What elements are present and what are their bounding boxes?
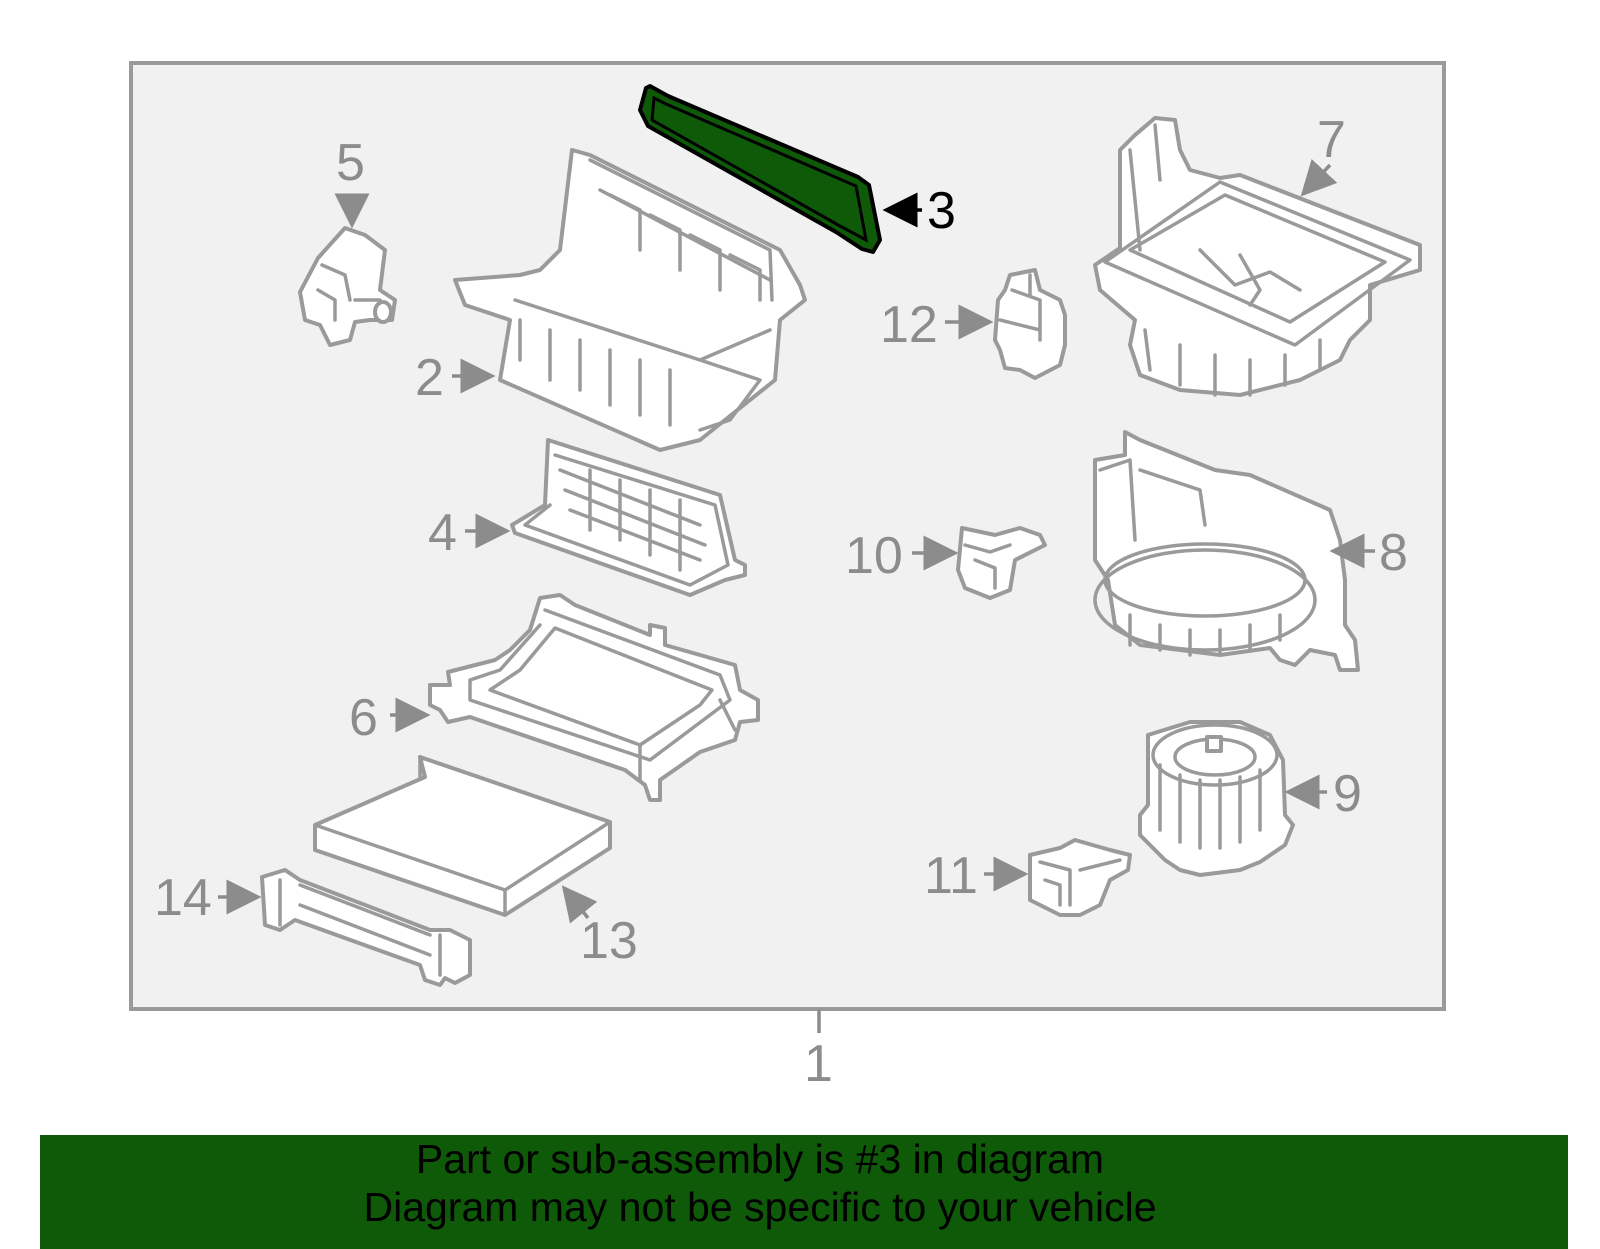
banner-line-2: Diagram may not be specific to your vehi… — [363, 1184, 1157, 1230]
part-13-filter[interactable] — [313, 755, 612, 917]
part-5-actuator[interactable] — [298, 226, 397, 347]
callout-9: 9 — [1333, 765, 1362, 823]
callout-3: 3 — [927, 182, 956, 240]
part-2-heater-case[interactable] — [453, 148, 807, 452]
callout-4: 4 — [428, 504, 457, 562]
callout-11: 11 — [924, 847, 978, 905]
part-9-blower-motor[interactable] — [1138, 720, 1295, 877]
callout-labels: 1 2 3 4 5 6 7 8 9 10 11 12 13 14 — [154, 111, 1408, 1093]
info-banner: Part or sub-assembly is #3 in diagram Di… — [40, 1135, 1568, 1249]
part-10-resistor[interactable] — [956, 526, 1047, 600]
part-14-filter-door[interactable] — [260, 868, 472, 987]
part-12-actuator[interactable] — [993, 268, 1067, 380]
leader-lines — [218, 159, 1375, 924]
part-4-housing[interactable] — [510, 438, 747, 597]
part-7-blower-case[interactable] — [1093, 116, 1422, 397]
callout-7: 7 — [1317, 111, 1346, 169]
part-3-seal-highlighted[interactable] — [638, 84, 882, 254]
callout-14: 14 — [154, 869, 212, 927]
part-6-frame[interactable] — [428, 593, 760, 802]
callout-10: 10 — [845, 527, 903, 585]
callout-13: 13 — [580, 912, 638, 970]
callout-5: 5 — [336, 134, 365, 192]
callout-8: 8 — [1379, 524, 1408, 582]
callout-2: 2 — [415, 349, 444, 407]
callout-12: 12 — [880, 296, 938, 354]
part-8-blower-lower-case[interactable] — [1093, 430, 1360, 672]
part-11-module[interactable] — [1028, 838, 1132, 917]
callout-6: 6 — [349, 689, 378, 747]
callout-1: 1 — [804, 1035, 833, 1093]
banner-line-1: Part or sub-assembly is #3 in diagram — [415, 1136, 1105, 1182]
